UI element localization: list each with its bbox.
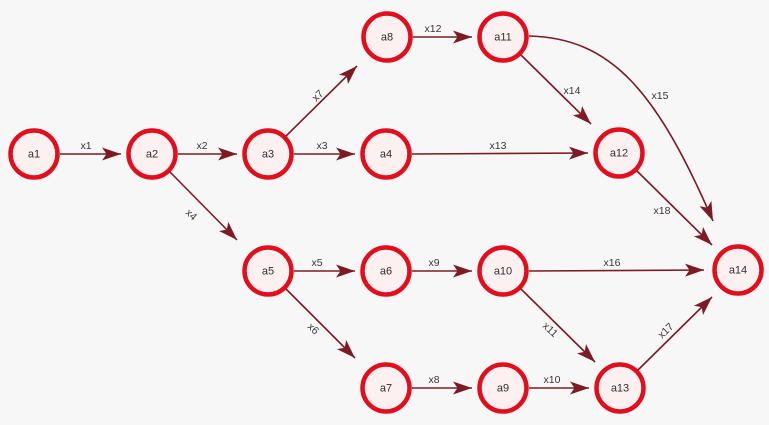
edge-x10: x10: [529, 374, 589, 395]
edge-label-x14: x14: [564, 85, 581, 97]
node-label-a14: a14: [729, 265, 747, 277]
edge-line-x7: [285, 65, 358, 137]
edge-label-x12: x12: [425, 23, 442, 35]
edge-label-x10: x10: [544, 374, 561, 386]
edge-line-x4: [169, 171, 238, 241]
edge-x6: x6: [285, 288, 356, 359]
node-circle-a4[interactable]: [360, 128, 412, 180]
edge-x18: x18: [636, 170, 713, 246]
node-a12[interactable]: a12: [593, 127, 645, 179]
node-label-a9: a9: [497, 383, 509, 395]
edge-label-x16: x16: [604, 257, 621, 269]
edge-label-x6: x6: [305, 321, 321, 337]
node-circle-a1[interactable]: [8, 128, 60, 180]
edge-x5: x5: [294, 257, 355, 278]
edge-x16: x16: [528, 257, 705, 277]
node-label-a6: a6: [380, 266, 392, 278]
node-circle-a7[interactable]: [360, 362, 412, 414]
node-circle-a12[interactable]: [593, 127, 645, 179]
node-label-a3: a3: [262, 149, 274, 161]
node-label-a5: a5: [262, 266, 274, 278]
edge-x4: x4: [169, 171, 238, 241]
edge-x15: x15: [528, 35, 714, 222]
node-a10[interactable]: a10: [477, 245, 529, 297]
node-circle-a13[interactable]: [594, 362, 646, 414]
node-a8[interactable]: a8: [361, 11, 413, 63]
node-circle-a11[interactable]: [477, 11, 529, 63]
edge-label-x3: x3: [316, 140, 327, 152]
node-circle-a14[interactable]: [712, 244, 764, 296]
edge-x3: x3: [294, 140, 355, 161]
edge-label-x17: x17: [656, 321, 677, 342]
edge-label-x1: x1: [80, 140, 91, 152]
node-a1[interactable]: a1: [8, 128, 60, 180]
node-circle-a6[interactable]: [360, 245, 412, 297]
node-label-a4: a4: [380, 149, 392, 161]
node-a2[interactable]: a2: [126, 128, 178, 180]
edge-x2: x2: [178, 140, 237, 161]
node-label-a2: a2: [146, 149, 158, 161]
node-label-a1: a1: [28, 149, 40, 161]
node-circle-a3[interactable]: [242, 128, 294, 180]
node-a5[interactable]: a5: [242, 245, 294, 297]
edge-line-x17: [637, 296, 713, 371]
node-a3[interactable]: a3: [242, 128, 294, 180]
node-label-a13: a13: [611, 383, 629, 395]
edge-x12: x12: [413, 23, 472, 44]
node-circle-a10[interactable]: [477, 245, 529, 297]
edge-line-x16: [528, 263, 705, 277]
node-a9[interactable]: a9: [477, 362, 529, 414]
edge-x1: x1: [60, 140, 121, 161]
edge-label-x5: x5: [311, 257, 322, 269]
node-circle-a5[interactable]: [242, 245, 294, 297]
node-a4[interactable]: a4: [360, 128, 412, 180]
edge-label-x15: x15: [652, 90, 669, 102]
edge-label-x2: x2: [196, 140, 207, 152]
edge-x9: x9: [412, 257, 472, 278]
node-circle-a2[interactable]: [126, 128, 178, 180]
node-label-a12: a12: [610, 148, 628, 160]
node-a13[interactable]: a13: [594, 362, 646, 414]
edge-line-x18: [636, 170, 713, 246]
node-a7[interactable]: a7: [360, 362, 412, 414]
node-a6[interactable]: a6: [360, 245, 412, 297]
edge-x17: x17: [637, 296, 713, 371]
edge-line-x15: [528, 35, 714, 222]
edge-x8: x8: [412, 374, 472, 395]
edge-x7: x7: [285, 65, 358, 137]
node-label-a10: a10: [494, 266, 512, 278]
edge-x11: x11: [520, 288, 596, 363]
node-a11[interactable]: a11: [477, 11, 529, 63]
node-circle-a9[interactable]: [477, 362, 529, 414]
node-label-a11: a11: [494, 32, 512, 44]
edge-label-x8: x8: [428, 374, 439, 386]
edge-label-x4: x4: [183, 207, 199, 223]
edge-line-x14: [520, 54, 592, 125]
edge-label-x13: x13: [490, 140, 507, 152]
edge-label-x18: x18: [654, 205, 671, 217]
node-a14[interactable]: a14: [712, 244, 764, 296]
node-label-a7: a7: [380, 383, 392, 395]
node-label-a8: a8: [381, 32, 393, 44]
edge-label-x7: x7: [310, 88, 326, 104]
edge-label-x9: x9: [428, 257, 439, 269]
edge-line-x6: [285, 288, 356, 359]
node-circle-a8[interactable]: [361, 11, 413, 63]
edge-x13: x13: [411, 140, 589, 160]
edge-line-x13: [411, 146, 589, 160]
edge-line-x11: [520, 288, 596, 363]
edge-x14: x14: [520, 54, 592, 125]
edge-label-x11: x11: [540, 320, 560, 340]
